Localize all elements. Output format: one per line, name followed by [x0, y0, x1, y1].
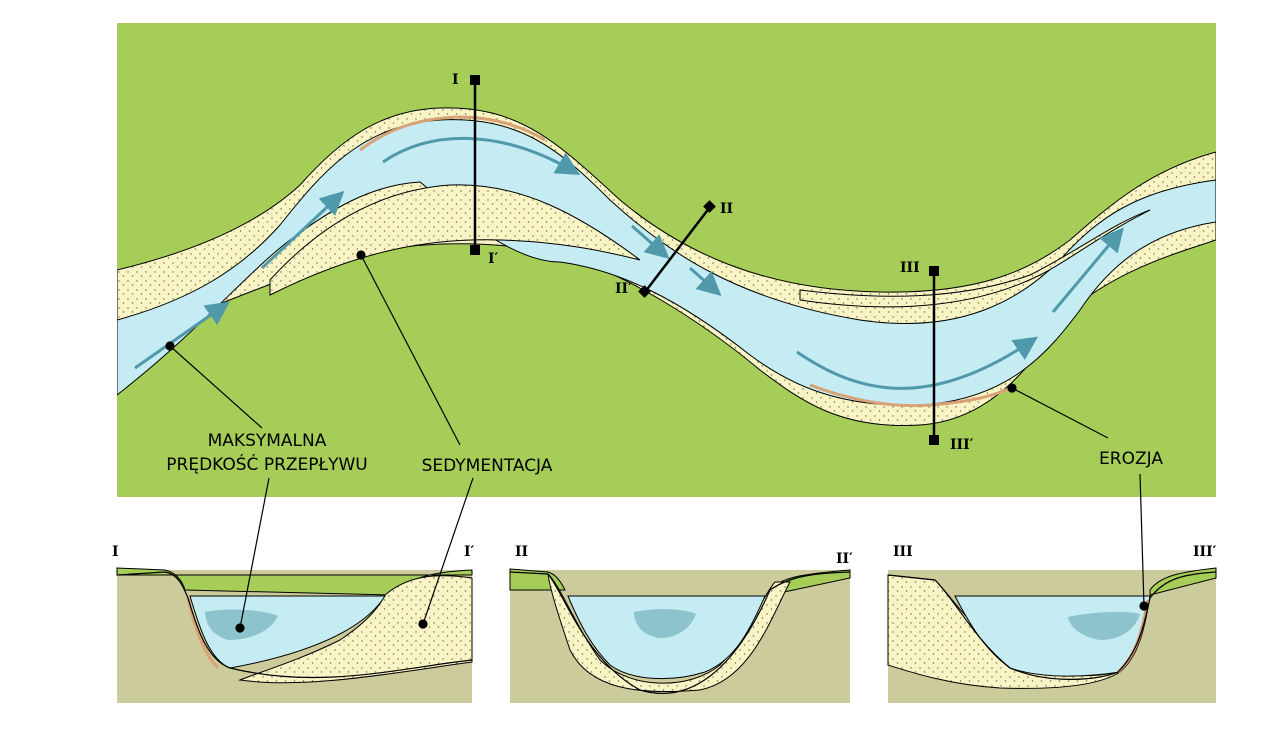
erosion-edge-2	[809, 383, 1016, 408]
flow-arrow-7	[1051, 227, 1124, 313]
map-label-s3-end: III′	[950, 437, 974, 453]
section-2-core	[634, 609, 696, 638]
section-line-3	[929, 266, 939, 445]
label-max-velocity-2: PRĘDKOŚĆ PRZEPŁYWU	[166, 453, 367, 475]
leader-lines-sections	[235, 473, 1149, 633]
flow-arrow-6	[796, 336, 1038, 390]
flow-arrow-3	[382, 136, 581, 176]
section-2-start: II	[515, 544, 528, 560]
label-erosion: EROZJA	[1099, 449, 1163, 469]
flow-arrows	[134, 136, 1124, 390]
section-2-end: II′	[836, 551, 853, 567]
flow-arrow-2	[260, 190, 345, 270]
map-label-s1-end: I′	[488, 251, 499, 267]
map-label-s1-start: I	[452, 72, 459, 88]
leader-lines-map	[165, 250, 1109, 446]
section-line-1	[470, 75, 480, 255]
section-3-start: III	[893, 544, 913, 560]
cross-section-3: III III′	[887, 544, 1217, 703]
section-3-end: III′	[1193, 544, 1217, 560]
section-3-core	[1068, 611, 1140, 640]
erosion-edge-1	[359, 115, 546, 152]
map-label-s2-start: II	[720, 201, 733, 217]
section-1-start: I	[112, 544, 119, 560]
map-label-s2-end: II′	[615, 281, 632, 297]
flow-arrow-4	[631, 224, 670, 259]
section-2-sand	[547, 572, 791, 693]
cross-section-1: I I′	[112, 544, 475, 703]
inner-bar-1	[269, 184, 641, 296]
section-1-sand	[238, 575, 473, 684]
meander-map: I I′ II II′ III III′ MAKSYMALNA PRĘDKOŚĆ…	[117, 23, 1216, 497]
section-1-end: I′	[464, 544, 475, 560]
label-max-velocity-1: MAKSYMALNA	[208, 431, 327, 451]
flow-arrow-1	[134, 301, 230, 370]
map-label-s3-start: III	[900, 260, 920, 276]
label-sedimentation: SEDYMENTACJA	[422, 456, 553, 476]
inner-bar-2	[799, 209, 1151, 308]
flow-arrow-5	[689, 266, 722, 296]
cross-section-2: II II′	[509, 544, 853, 703]
